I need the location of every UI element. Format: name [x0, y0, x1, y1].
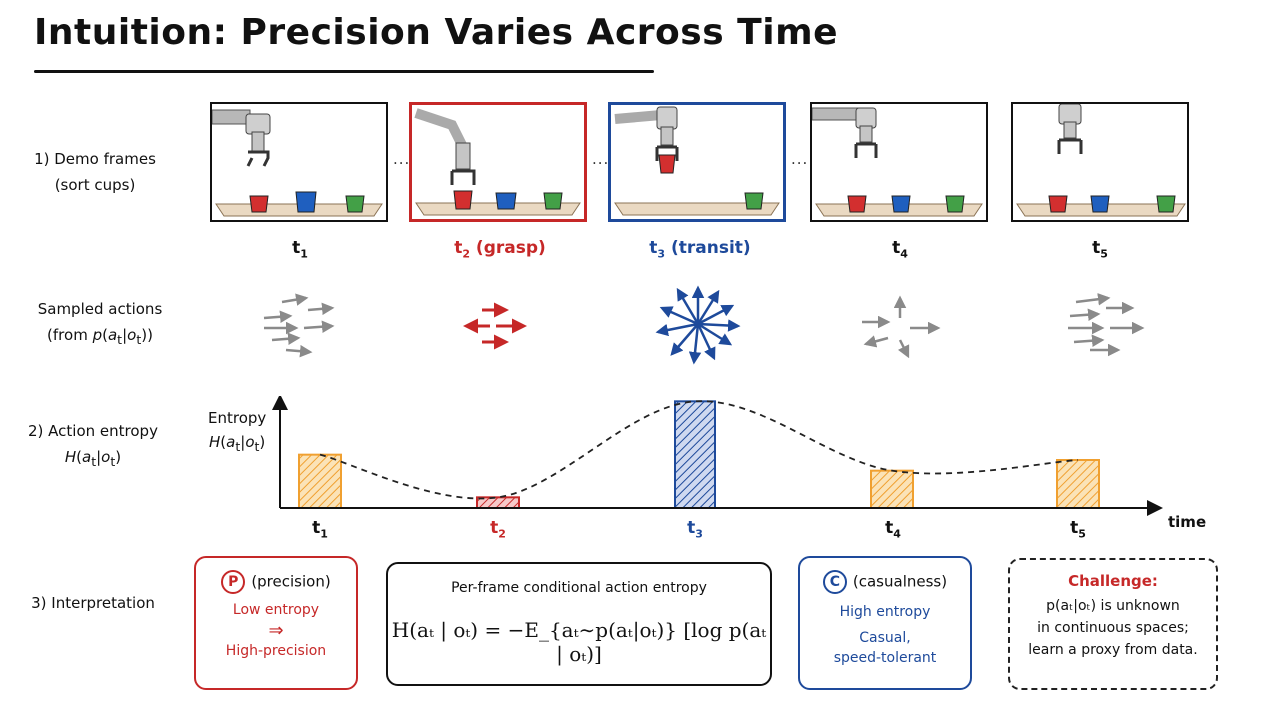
entropy-bar-t1: [298, 453, 342, 509]
casualness-line2: Casual,: [859, 630, 911, 646]
challenge-title: Challenge:: [1068, 572, 1158, 590]
frame-label-t1: t1: [292, 238, 308, 261]
row-label-demo: 1) Demo frames (sort cups): [20, 146, 170, 198]
ellipsis-1: ...: [393, 150, 411, 168]
row-label-sampled-line2: (from p(at|ot)): [47, 326, 153, 347]
formula-caption: Per-frame conditional action entropy: [451, 580, 707, 596]
ellipsis-3: ...: [791, 150, 809, 168]
casualness-line1: High entropy: [839, 604, 931, 620]
formula-box: Per-frame conditional action entropy H(a…: [386, 562, 772, 686]
x-tick-t4: t4: [885, 518, 901, 541]
challenge-line2: in continuous spaces;: [1037, 620, 1189, 636]
entropy-chart: [272, 396, 1163, 516]
row-label-entropy-line2: H(at|ot): [64, 448, 122, 469]
challenge-box: Challenge: p(aₜ|oₜ) is unknown in contin…: [1008, 558, 1218, 690]
title-underline: [34, 70, 654, 73]
row-label-sampled: Sampled actions (from p(at|ot)): [20, 296, 180, 353]
challenge-line1: p(aₜ|oₜ) is unknown: [1046, 598, 1180, 614]
precision-line2: High-precision: [225, 643, 327, 659]
row-label-entropy-line1: 2) Action entropy: [28, 422, 158, 440]
row-label-demo-line2: (sort cups): [54, 176, 136, 194]
x-tick-t5: t5: [1070, 518, 1086, 541]
precision-line1: Low entropy: [232, 602, 320, 618]
precision-title: (precision): [251, 572, 331, 591]
demo-frame-2: [409, 102, 587, 222]
entropy-bar-t3: [674, 400, 716, 509]
x-tick-t2: t2: [490, 518, 506, 541]
row-label-sampled-line1: Sampled actions: [37, 300, 163, 318]
action-arrows-t1: [263, 293, 335, 358]
page-title: Intuition: Precision Varies Across Time: [34, 12, 838, 53]
action-arrows-t2: [463, 302, 527, 350]
casualness-badge-icon: C: [822, 570, 847, 594]
demo-frame-5: [1011, 102, 1189, 222]
ellipsis-2: ...: [592, 150, 610, 168]
demo-frame-1: [210, 102, 388, 222]
demo-frame-3: [608, 102, 786, 222]
casualness-box: C (casualness) High entropy Casual, speed…: [798, 556, 972, 690]
frame-label-t3: t3 (transit): [649, 238, 751, 261]
precision-box: P (precision) Low entropy ⇒ High-precisio…: [194, 556, 358, 690]
row-label-interpretation: 3) Interpretation: [31, 594, 155, 612]
frame-label-t4: t4: [892, 238, 908, 261]
entropy-trend-line: [319, 400, 1079, 500]
entropy-bar-t5: [1056, 459, 1100, 509]
chart-ylabel: Entropy H(at|ot): [208, 406, 266, 459]
chart-ylabel-line1: Entropy: [208, 409, 267, 427]
action-arrows-t4: [862, 295, 941, 359]
precision-badge-icon: P: [221, 570, 246, 594]
demo-frame-4: [810, 102, 988, 222]
x-tick-t3: t3: [687, 518, 703, 541]
chart-ylabel-line2: H(at|ot): [209, 433, 266, 454]
frame-label-t2: t2 (grasp): [454, 238, 546, 261]
entropy-formula: H(aₜ | oₜ) = −E_{aₜ∼p(aₜ|oₜ)} [log p(aₜ …: [391, 618, 767, 666]
entropy-bar-t4: [870, 469, 914, 509]
x-tick-t1: t1: [312, 518, 328, 541]
precision-arrow-icon: ⇒: [268, 620, 284, 641]
row-label-demo-line1: 1) Demo frames: [34, 150, 156, 168]
casualness-title: (casualness): [852, 572, 948, 591]
frame-label-t5: t5: [1092, 238, 1108, 261]
action-arrows-t5: [1068, 293, 1145, 357]
row-label-entropy: 2) Action entropy H(at|ot): [18, 418, 168, 475]
challenge-line3: learn a proxy from data.: [1028, 642, 1198, 658]
chart-xlabel: time: [1168, 513, 1207, 531]
action-arrows-t3: [655, 285, 741, 365]
casualness-line3: speed-tolerant: [833, 650, 937, 666]
